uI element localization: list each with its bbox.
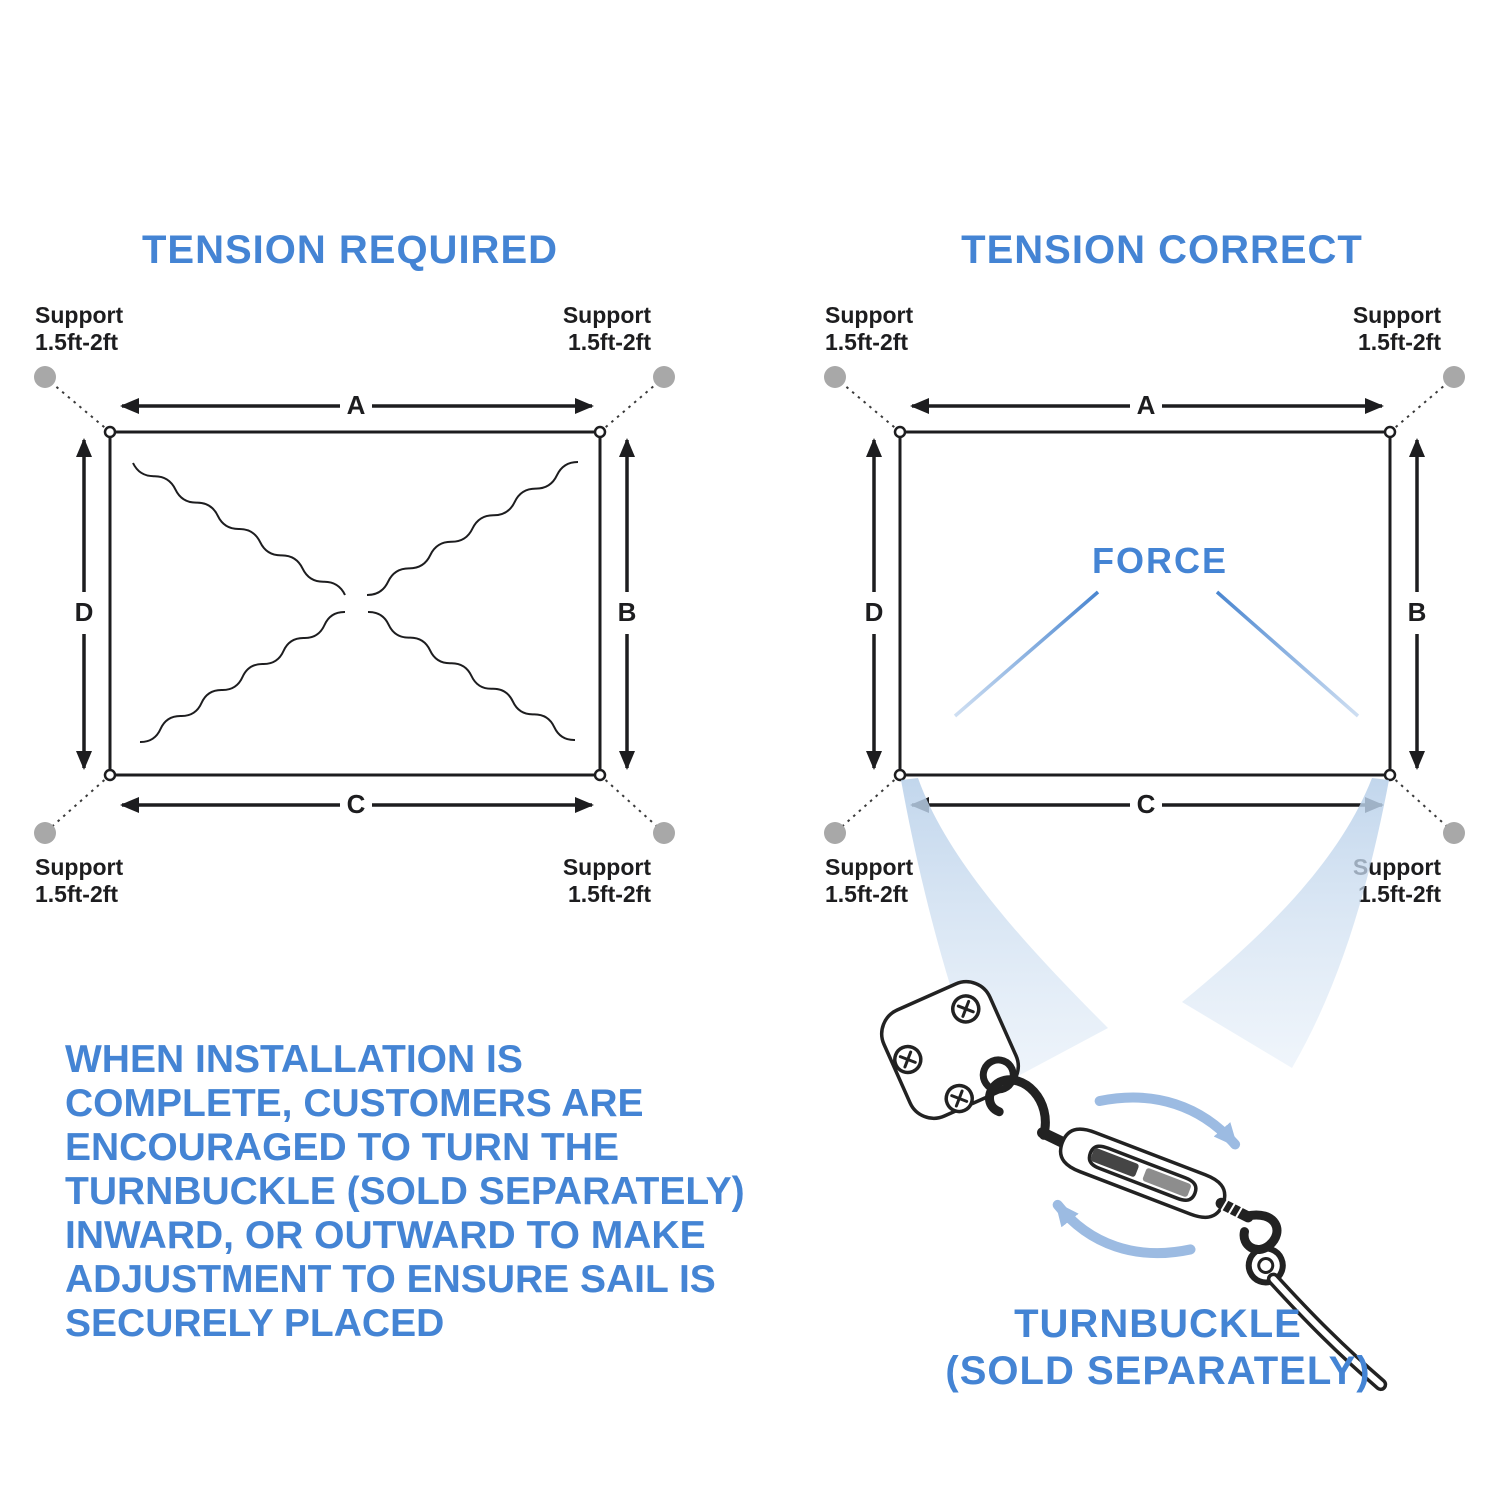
support-dot [824, 822, 846, 844]
note-line-1: WHEN INSTALLATION IS [65, 1038, 523, 1081]
left-panel-title: TENSION REQUIRED [142, 228, 558, 272]
support-label-bottom-left-2: 1.5ft-2ft [35, 881, 118, 907]
threaded-rod-left [1090, 1148, 1139, 1177]
note-line-3: ENCOURAGED TO TURN THE [65, 1126, 619, 1169]
wrinkle-bottom-right [367, 610, 576, 742]
installation-note: WHEN INSTALLATION IS COMPLETE, CUSTOMERS… [65, 1038, 745, 1345]
support-label-top-left-1: Support [35, 302, 123, 328]
rotate-arrow-top-icon [1094, 1092, 1241, 1150]
left-corner-grommets [103, 425, 607, 782]
support-dot [34, 822, 56, 844]
rotate-arrow-bottom-icon [1052, 1199, 1196, 1259]
force-line-left [953, 590, 1100, 718]
support-dot [653, 822, 675, 844]
highlight-beams [901, 778, 1389, 1092]
support-label-bottom-right-2: 1.5ft-2ft [568, 881, 651, 907]
note-line-6: ADJUSTMENT TO ENSURE SAIL IS [65, 1258, 716, 1301]
note-line-2: COMPLETE, CUSTOMERS ARE [65, 1082, 644, 1125]
support-dot [1443, 822, 1465, 844]
support-label-top-right-2: 1.5ft-2ft [1358, 329, 1441, 355]
left-hook [985, 1075, 1050, 1140]
cable-thimble [1257, 1256, 1275, 1274]
note-line-7: SECURELY PLACED [65, 1302, 444, 1345]
cable-eye-ring [1245, 1245, 1286, 1286]
support-dot [34, 366, 56, 388]
left-dimension-arrows [76, 398, 635, 813]
turnbuckle-illustration [880, 980, 1388, 1392]
left-support-dots [34, 366, 675, 844]
force-label: FORCE [1092, 540, 1228, 581]
thread-marks [1220, 1198, 1244, 1219]
note-line-5: INWARD, OR OUTWARD TO MAKE [65, 1214, 706, 1257]
note-line-4: TURNBUCKLE (SOLD SEPARATELY) [65, 1170, 745, 1213]
right-sail-outline [898, 430, 1392, 777]
right-corner-tethers [836, 378, 1453, 832]
wrinkle-top-right [366, 460, 579, 597]
beam-left [901, 778, 1108, 1092]
left-edge-a: A [347, 390, 366, 420]
support-label-top-right-2: 1.5ft-2ft [568, 329, 651, 355]
left-edge-b: B [618, 597, 637, 627]
support-dot [653, 366, 675, 388]
left-sail-outline [108, 430, 602, 777]
support-label-top-left-1: Support [825, 302, 913, 328]
right-edge-b: B [1408, 597, 1427, 627]
screw-icon [951, 994, 981, 1024]
support-label-bottom-right-2: 1.5ft-2ft [1358, 881, 1441, 907]
right-support-dots [824, 366, 1465, 844]
left-support-labels: Support 1.5ft-2ft Support 1.5ft-2ft Supp… [35, 302, 651, 907]
right-edge-d: D [865, 597, 884, 627]
support-label-top-right-1: Support [1353, 302, 1441, 328]
screw-icon [893, 1044, 923, 1075]
support-label-bottom-left-1: Support [825, 854, 913, 880]
support-label-top-left-2: 1.5ft-2ft [35, 329, 118, 355]
support-label-bottom-left-2: 1.5ft-2ft [825, 881, 908, 907]
right-hook [1239, 1210, 1282, 1254]
left-edge-d: D [75, 597, 94, 627]
wrinkle-bottom-left [139, 610, 346, 744]
right-corner-grommets [893, 425, 1397, 782]
beam-right [1182, 778, 1389, 1068]
threaded-rod-right [1142, 1168, 1191, 1197]
turnbuckle-caption-line1: TURNBUCKLE [1014, 1302, 1302, 1346]
support-dot [824, 366, 846, 388]
screw-icon [944, 1083, 974, 1114]
right-edge-c: C [1137, 789, 1156, 819]
wrinkle-lines [132, 460, 579, 744]
right-edge-a: A [1137, 390, 1156, 420]
cable-highlight [1270, 1276, 1384, 1388]
right-dimension-arrows [866, 398, 1425, 813]
right-support-labels: Support 1.5ft-2ft Support 1.5ft-2ft Supp… [825, 302, 1441, 907]
turnbuckle-caption-line2: (SOLD SEPARATELY) [945, 1349, 1370, 1393]
wrinkle-top-left [132, 462, 346, 596]
right-panel-title: TENSION CORRECT [961, 228, 1363, 272]
support-label-top-right-1: Support [563, 302, 651, 328]
force-line-right [1215, 590, 1360, 718]
support-label-bottom-left-1: Support [35, 854, 123, 880]
support-dot [1443, 366, 1465, 388]
left-edge-c: C [347, 789, 366, 819]
support-label-top-left-2: 1.5ft-2ft [825, 329, 908, 355]
support-label-bottom-right-1: Support [563, 854, 651, 880]
left-corner-tethers [46, 378, 663, 832]
left-stud [1037, 1127, 1070, 1149]
